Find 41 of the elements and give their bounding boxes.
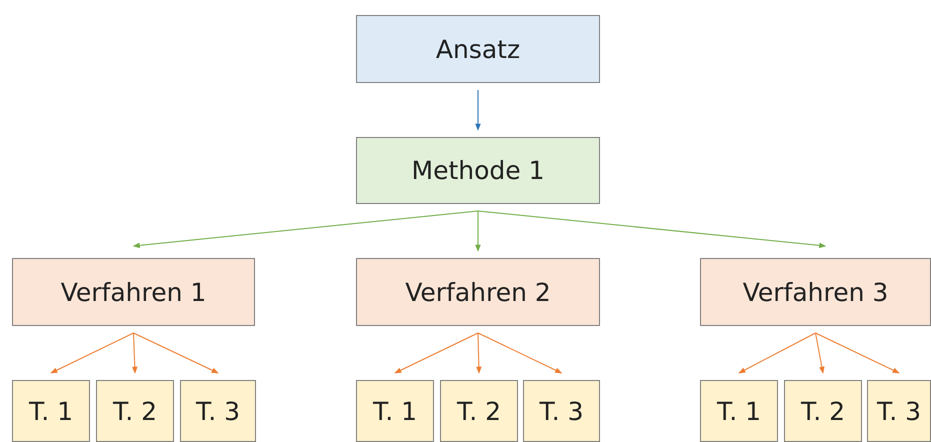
box-label: T. 3 bbox=[876, 396, 922, 426]
arrow bbox=[394, 332, 478, 374]
box-label: Verfahren 1 bbox=[60, 278, 206, 306]
arrow bbox=[815, 332, 825, 374]
procedure-box bbox=[356, 258, 600, 326]
part-box bbox=[784, 380, 862, 442]
box-label: T. 1 bbox=[28, 396, 74, 426]
box-label: Methode 1 bbox=[412, 156, 544, 185]
arrow bbox=[133, 332, 219, 374]
box-label: T. 3 bbox=[196, 396, 240, 426]
part-box bbox=[700, 380, 778, 442]
arrow bbox=[476, 332, 482, 374]
method-box bbox=[356, 137, 600, 204]
approach-box bbox=[356, 15, 600, 83]
arrow bbox=[132, 210, 478, 248]
part-box bbox=[440, 380, 518, 442]
box-label: Ansatz bbox=[436, 34, 520, 64]
box-label: T. 1 bbox=[716, 396, 762, 426]
box-label: T. 1 bbox=[372, 396, 418, 426]
arrow bbox=[475, 90, 481, 131]
box-label: Verfahren 2 bbox=[405, 278, 551, 306]
part-box bbox=[523, 380, 600, 442]
part-box bbox=[96, 380, 174, 442]
arrow bbox=[475, 210, 481, 252]
procedure-box bbox=[12, 258, 255, 326]
arrow bbox=[132, 332, 138, 374]
arrow bbox=[50, 332, 134, 374]
arrow bbox=[738, 332, 816, 374]
part-box bbox=[180, 380, 256, 442]
box-label: T. 2 bbox=[112, 396, 158, 426]
part-box bbox=[867, 380, 931, 442]
part-box bbox=[12, 380, 90, 442]
arrow bbox=[815, 332, 900, 374]
arrow bbox=[478, 332, 562, 374]
procedure-box bbox=[700, 258, 931, 326]
part-box bbox=[356, 380, 434, 442]
box-label: T. 3 bbox=[539, 396, 584, 426]
box-label: T. 2 bbox=[456, 396, 502, 426]
box-label: T. 2 bbox=[800, 396, 846, 426]
box-label: Verfahren 3 bbox=[742, 278, 888, 306]
arrow bbox=[478, 210, 826, 248]
